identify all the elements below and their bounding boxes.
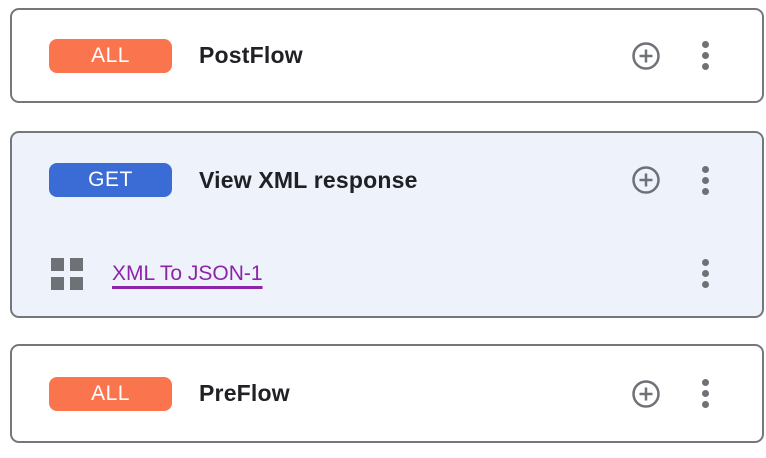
flow-menu-button[interactable] xyxy=(700,165,710,195)
flow-title: View XML response xyxy=(199,166,418,193)
method-badge: GET xyxy=(49,163,172,197)
flow-title: PreFlow xyxy=(199,380,290,406)
add-step-button[interactable] xyxy=(631,165,661,195)
kebab-menu-icon xyxy=(701,165,709,195)
flow-card-view-xml-response: GET View XML response XML To JSON-1 xyxy=(10,131,764,318)
flow-menu-button[interactable] xyxy=(700,41,710,71)
flow-card-postflow: ALL PostFlow xyxy=(10,8,764,103)
method-badge: ALL xyxy=(49,38,172,73)
add-step-button[interactable] xyxy=(631,41,661,71)
plus-circle-icon xyxy=(632,166,660,194)
policy-grid-icon xyxy=(51,257,83,290)
flow-card-preflow: ALL PreFlow xyxy=(10,344,764,443)
policy-link-xml-to-json[interactable]: XML To JSON-1 xyxy=(112,261,263,285)
flow-menu-button[interactable] xyxy=(700,379,710,409)
plus-circle-icon xyxy=(632,41,660,70)
flow-title: PostFlow xyxy=(199,42,303,68)
flow-row: GET View XML response xyxy=(12,133,762,227)
add-step-button[interactable] xyxy=(631,379,661,409)
kebab-menu-icon xyxy=(701,259,709,288)
policy-row: XML To JSON-1 xyxy=(12,227,762,320)
flow-row: ALL PostFlow xyxy=(12,10,762,101)
method-badge: ALL xyxy=(49,376,172,411)
kebab-menu-icon xyxy=(701,379,709,408)
plus-circle-icon xyxy=(632,379,660,408)
kebab-menu-icon xyxy=(701,41,709,70)
policy-menu-button[interactable] xyxy=(700,259,710,289)
flow-row: ALL PreFlow xyxy=(12,346,762,441)
